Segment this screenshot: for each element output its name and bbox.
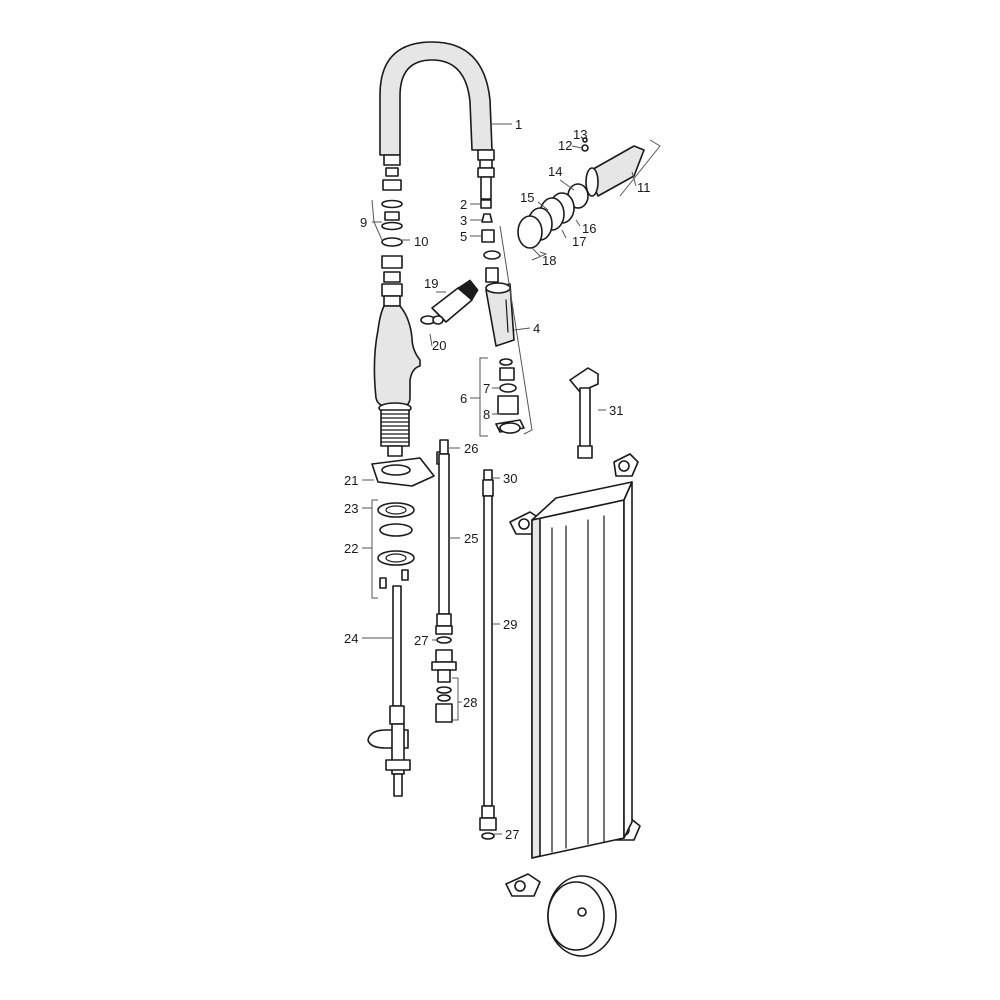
callout-10: 10 [414,234,428,249]
callout-8: 8 [483,407,490,422]
callout-31: 31 [609,403,623,418]
callout-29: 29 [503,617,517,632]
part-25-26-hose [435,439,453,635]
callout-28: 28 [463,695,477,710]
profile-panel [531,481,633,859]
callout-3: 3 [460,213,467,228]
part-19-20-cartridge [420,279,479,325]
part-31-bracket [569,367,599,459]
callout-26: 26 [464,441,478,456]
callout-14: 14 [548,164,562,179]
callout-17: 17 [572,234,586,249]
callout-7: 7 [483,381,490,396]
callout-12: 12 [558,138,572,153]
callout-2: 2 [460,197,467,212]
callout-4: 4 [533,321,540,336]
callout-19: 19 [424,276,438,291]
round-cover-plate [547,875,617,957]
callout-11: 11 [637,180,651,195]
callout-15: 15 [520,190,534,205]
callout-9: 9 [360,215,367,230]
part-27-28-fittings [431,636,495,840]
part-11-18-spray-head [517,137,645,249]
callout-16: 16 [582,221,596,236]
callout-21: 21 [344,473,358,488]
callout-labels: 1 2 3 4 5 6 7 8 9 10 11 12 13 14 15 16 1… [344,117,651,842]
callout-6: 6 [460,391,467,406]
part-29-30-long-hose [479,469,497,831]
callout-22: 22 [344,541,358,556]
callout-25: 25 [464,531,478,546]
callout-27-lower: 27 [505,827,519,842]
callout-20: 20 [432,338,446,353]
part-9-10-hose-rings [381,154,403,283]
pull-out-spray-parts [480,199,525,434]
callout-5: 5 [460,229,467,244]
callout-27-upper: 27 [414,633,428,648]
callout-1: 1 [515,117,522,132]
callout-13: 13 [573,127,587,142]
callout-24: 24 [344,631,358,646]
callout-23: 23 [344,501,358,516]
part-21-mounting-plate [371,451,448,487]
part-1-gooseneck-spout [379,41,495,200]
leader-lines [362,123,637,835]
callout-30: 30 [503,471,517,486]
threaded-shank [380,409,410,457]
faucet-body [373,283,421,414]
part-24-threaded-rod [367,585,411,797]
part-22-23-washers [377,502,415,589]
callout-18: 18 [542,253,556,268]
